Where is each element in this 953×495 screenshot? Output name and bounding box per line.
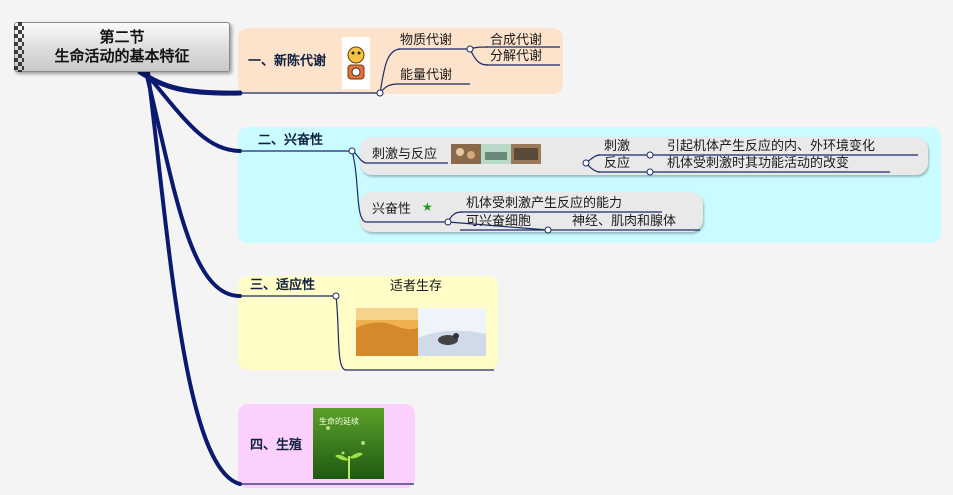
root-topic[interactable]: 第二节 生命活动的基本特征 (14, 22, 230, 72)
topic-excitable-cells[interactable]: 可兴奋细胞 (466, 214, 532, 229)
stimulus-response-photos (451, 144, 541, 164)
topic-adaptability[interactable]: 三、适应性 (250, 278, 316, 293)
topic-excitability[interactable]: 二、兴奋性 (258, 133, 324, 148)
reproduction-image-text: 生命的延续 (319, 417, 359, 426)
topic-reproduction[interactable]: 四、生殖 (250, 438, 303, 453)
topic-excitability-sub[interactable]: 兴奋性 (372, 202, 412, 217)
metabolism-region (238, 28, 563, 94)
topic-catabolism[interactable]: 分解代谢 (490, 49, 543, 64)
metabolism-illustration (342, 37, 370, 89)
topic-material-metabolism[interactable]: 物质代谢 (400, 33, 453, 48)
term-response[interactable]: 反应 (604, 156, 631, 171)
adaptability-photos (356, 308, 486, 356)
caption-survival-of-fittest: 适者生存 (390, 279, 443, 294)
star-icon: ★ (422, 200, 433, 214)
definition-response[interactable]: 机体受刺激时其功能活动的改变 (667, 156, 850, 171)
topic-stimulus-response[interactable]: 刺激与反应 (372, 147, 438, 162)
term-stimulus[interactable]: 刺激 (604, 139, 631, 154)
topic-anabolism[interactable]: 合成代谢 (490, 33, 543, 48)
reproduction-photo: 生命的延续 (313, 408, 384, 479)
root-title-line1: 第二节 (99, 28, 145, 46)
definition-excitability[interactable]: 机体受刺激产生反应的能力 (466, 196, 623, 211)
root-pattern-decoration (14, 22, 24, 72)
root-title-line2: 生命活动的基本特征 (54, 47, 190, 65)
excitable-cells-list[interactable]: 神经、肌肉和腺体 (572, 214, 677, 229)
topic-metabolism[interactable]: 一、新陈代谢 (248, 54, 327, 69)
topic-energy-metabolism[interactable]: 能量代谢 (400, 68, 453, 83)
definition-stimulus[interactable]: 引起机体产生反应的内、外环境变化 (667, 139, 876, 154)
